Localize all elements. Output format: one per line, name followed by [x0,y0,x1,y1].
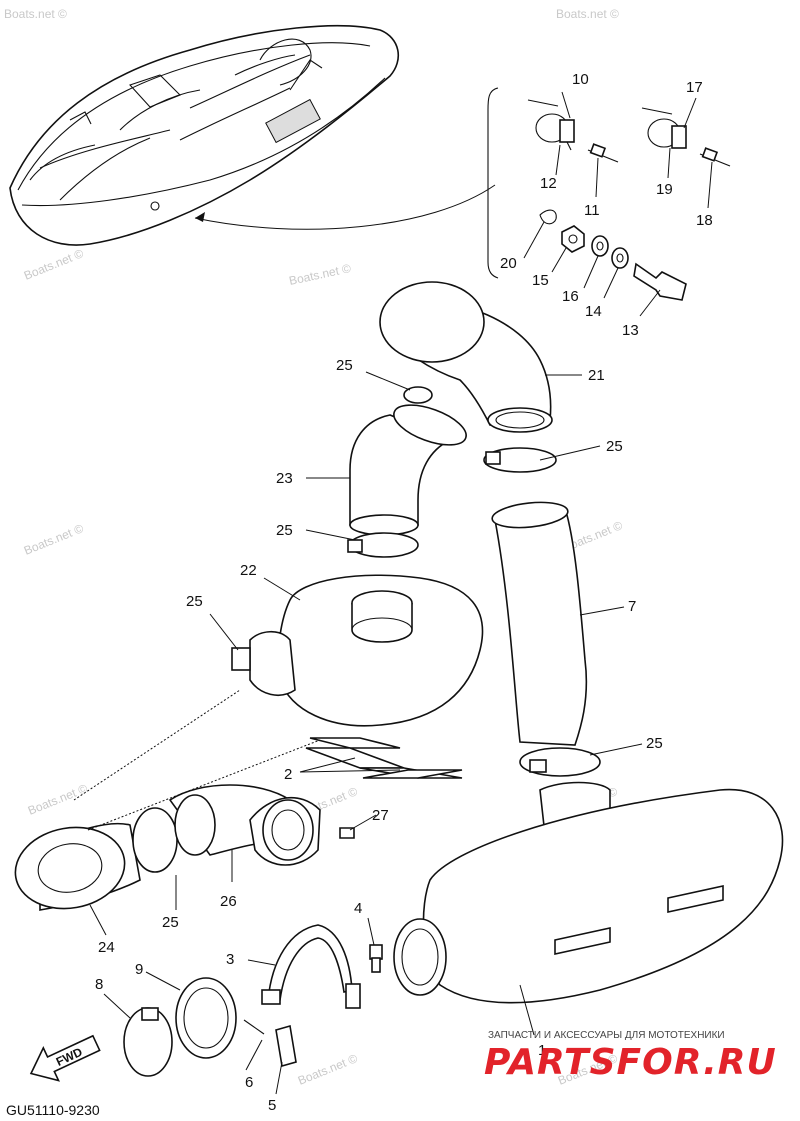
part-23-hose [349,404,467,536]
watermark: Boats.net © [556,7,619,21]
callout-10: 10 [572,71,589,88]
callout-26: 26 [220,893,237,910]
callout-14: 14 [585,303,602,320]
callout-27: 27 [372,807,389,824]
callout-9: 9 [135,961,143,978]
detail-bracket [487,87,499,279]
callout-6: 6 [245,1074,253,1091]
part-1-muffler [393,781,784,1004]
callout-17: 17 [686,79,703,96]
watermark: Boats.net © [26,781,90,818]
callout-2: 2 [284,766,292,783]
callout-7: 7 [628,598,636,615]
callout-25: 25 [186,593,203,610]
part-24-outlet [14,822,141,911]
small-parts-detail [527,99,731,301]
callout-25: 25 [336,357,353,374]
diagram-code: GU51110-9230 [6,1102,100,1118]
part-7-hose [491,501,588,746]
part-8-9-rings [123,977,237,1077]
callout-24: 24 [98,939,115,956]
callout-15: 15 [532,272,549,289]
brand-logo: PARTSFOR.RU [484,1042,777,1083]
callout-25: 25 [606,438,623,455]
callout-5: 5 [268,1097,276,1114]
callout-3: 3 [226,951,234,968]
callout-11: 11 [584,202,600,219]
brand-tagline: ЗАПЧАСТИ И АКСЕССУАРЫ ДЛЯ МОТОТЕХНИКИ [488,1030,725,1041]
watermark: Boats.net © [22,521,86,558]
callout-23: 23 [276,470,293,487]
part-22-chamber [231,574,484,727]
watermark: Boats.net © [288,261,353,288]
part-3-strap [243,924,383,1068]
callout-12: 12 [540,175,557,192]
watermark: Boats.net © [4,7,67,21]
callout-25: 25 [646,735,663,752]
brand-block: ЗАПЧАСТИ И АКСЕССУАРЫ ДЛЯ МОТОТЕХНИКИ PA… [484,1030,777,1083]
part-21-elbow [379,281,553,433]
callouts: 1 2 3 4 5 6 7 8 9 10 11 12 13 14 15 16 1… [95,71,713,1114]
callout-4: 4 [354,900,362,917]
part-2-pads [305,737,463,779]
watermark: Boats.net © [296,1051,360,1088]
callout-13: 13 [622,322,639,339]
callout-20: 20 [500,255,517,272]
part-26-elbow [132,784,355,873]
callout-1: 1 [538,1042,546,1059]
watercraft-illustration [9,24,399,246]
callout-19: 19 [656,181,673,198]
callout-25: 25 [276,522,293,539]
callout-21: 21 [588,367,605,384]
callout-8: 8 [95,976,103,993]
callout-16: 16 [562,288,579,305]
callout-18: 18 [696,212,713,229]
callout-25: 25 [162,914,179,931]
watermark: Boats.net © [22,246,86,283]
detail-arrow [194,184,496,230]
hose-clamps [347,386,601,777]
callout-22: 22 [240,562,257,579]
leader-lines [73,91,713,1095]
forward-arrow: FWD [29,1034,101,1082]
